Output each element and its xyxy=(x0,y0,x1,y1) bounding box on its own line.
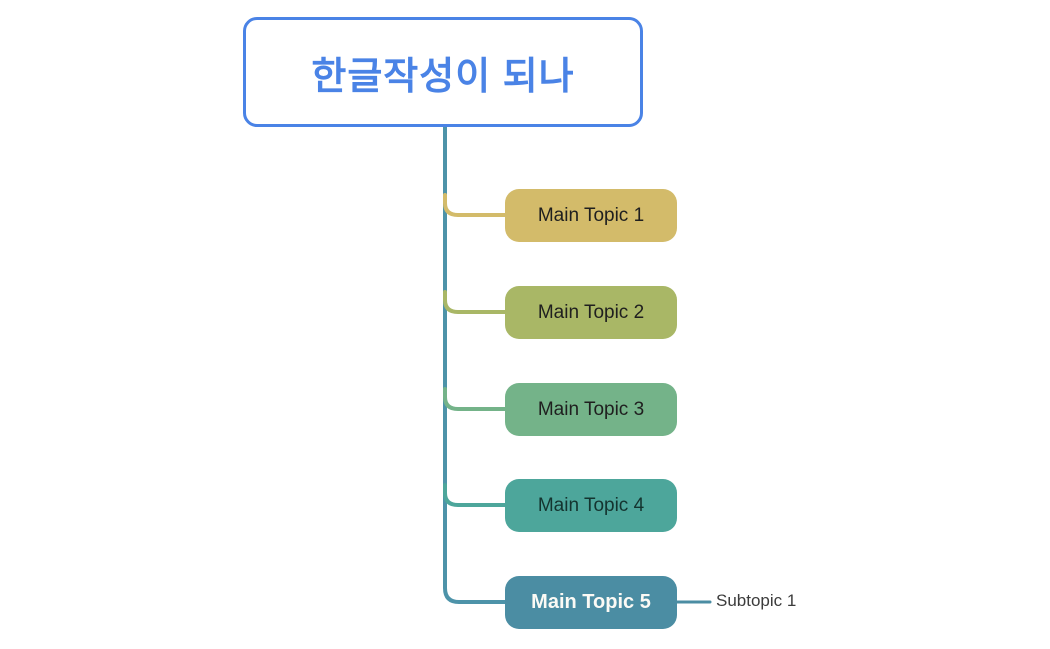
topic-node-5[interactable]: Main Topic 5 xyxy=(505,576,677,629)
topic-label-4: Main Topic 4 xyxy=(537,494,645,516)
topic-node-4[interactable]: Main Topic 4 xyxy=(505,479,677,532)
topic-node-2[interactable]: Main Topic 2 xyxy=(505,286,677,339)
topic-label-1: Main Topic 1 xyxy=(537,204,645,226)
topic-label-2: Main Topic 2 xyxy=(537,301,645,323)
trunk-line xyxy=(443,125,507,604)
branch-line-topic-1 xyxy=(443,193,507,217)
topic-node-1[interactable]: Main Topic 1 xyxy=(505,189,677,242)
branch-line-topic-2 xyxy=(443,290,507,314)
topic-label-3: Main Topic 3 xyxy=(537,398,645,420)
root-node[interactable]: 한글작성이 되나 xyxy=(243,17,643,127)
topic-node-3[interactable]: Main Topic 3 xyxy=(505,383,677,436)
subtopic-node-1[interactable]: Subtopic 1 xyxy=(716,591,797,610)
branch-line-topic-3 xyxy=(443,387,507,411)
root-label: 한글작성이 되나 xyxy=(311,55,575,98)
topic-label-5: Main Topic 5 xyxy=(531,591,651,613)
branch-line-topic-4 xyxy=(443,483,507,507)
